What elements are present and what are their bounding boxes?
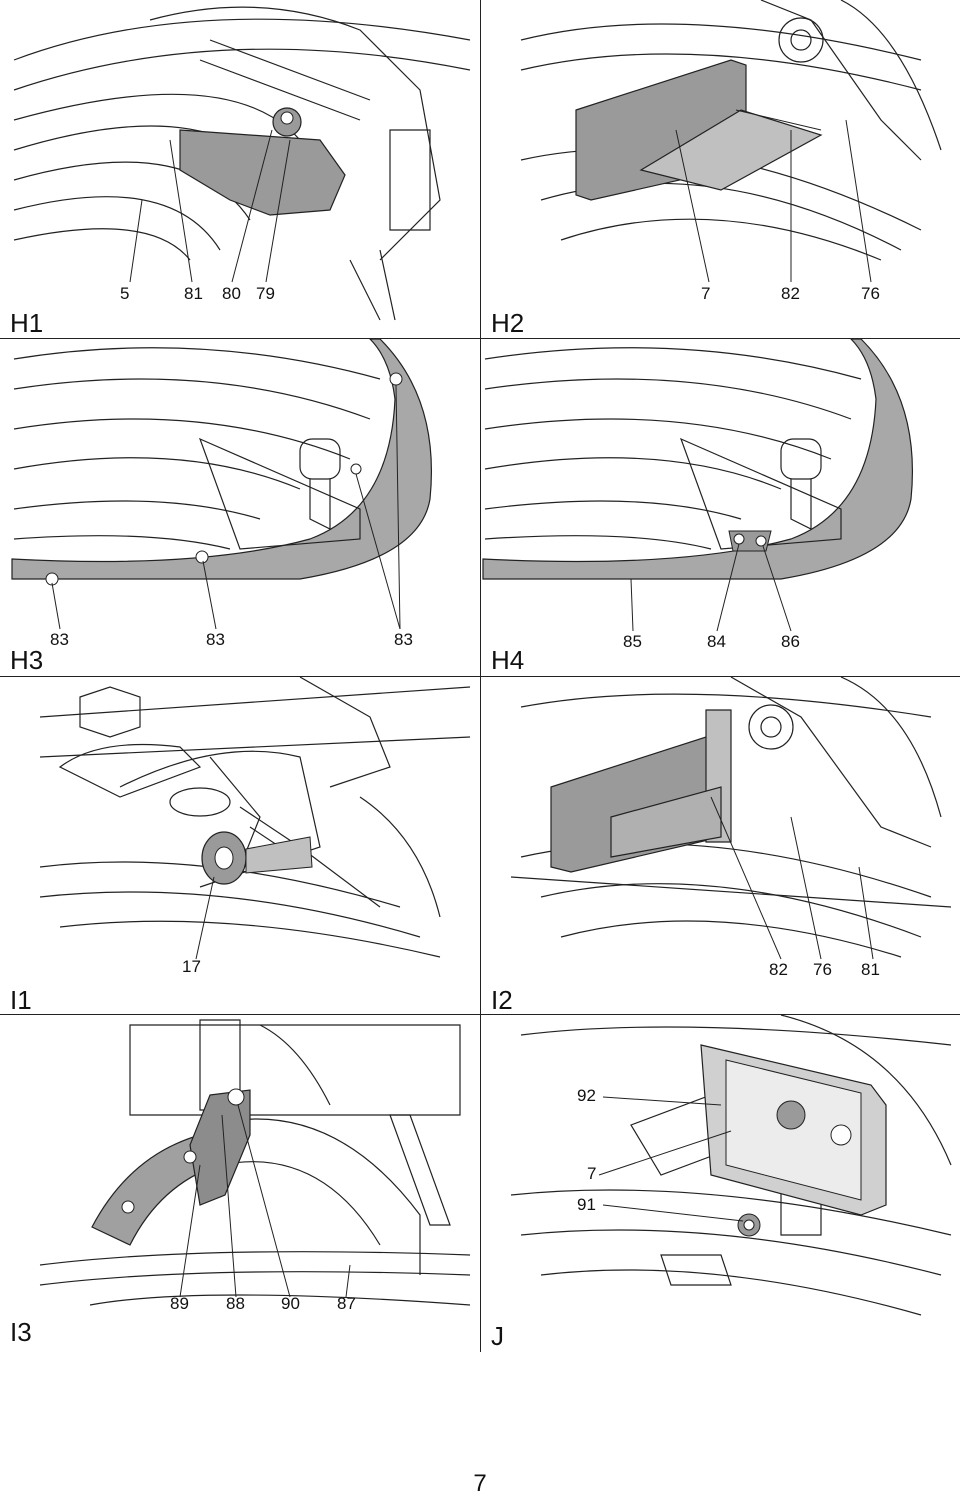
panel-j-label: J [491, 1321, 504, 1351]
panel-h3: 83 83 83 H3 [0, 339, 480, 676]
j-callout-3: 91 [577, 1195, 596, 1214]
h4-illustration [482, 339, 914, 632]
panel-h4-label: H4 [491, 645, 525, 675]
i3-callout-1: 89 [170, 1294, 189, 1313]
h3-callout-1: 83 [50, 630, 69, 649]
h3-callout-2: 83 [206, 630, 225, 649]
h2-callout-3: 76 [861, 284, 880, 303]
h4-callout-2: 84 [707, 632, 726, 651]
i2-callout-1: 82 [769, 960, 788, 979]
row-divider-1 [0, 338, 960, 339]
i3-callout-3: 90 [281, 1294, 300, 1313]
i3-illustration [39, 1019, 471, 1306]
h4-callout-1: 85 [623, 632, 642, 651]
h1-callout-3: 80 [222, 284, 241, 303]
panel-i2: 82 76 81 I2 [481, 677, 960, 1014]
h2-illustration [520, 0, 942, 283]
row-divider-3 [0, 1014, 960, 1015]
i1-illustration [39, 677, 471, 960]
j-callout-2: 7 [587, 1164, 597, 1183]
i1-callout-1: 17 [182, 957, 201, 976]
j-callout-1: 92 [577, 1086, 596, 1105]
page-number: 7 [473, 1470, 487, 1497]
h3-illustration [11, 339, 433, 630]
h1-callout-4: 79 [256, 284, 275, 303]
h2-callout-1: 7 [701, 284, 711, 303]
row-divider-2 [0, 676, 960, 677]
h1-illustration [13, 6, 471, 321]
j-illustration [510, 1015, 952, 1316]
panel-i3-label: I3 [10, 1317, 32, 1347]
i3-callout-2: 88 [226, 1294, 245, 1313]
panel-h3-label: H3 [10, 645, 44, 675]
i2-callout-2: 76 [813, 960, 832, 979]
h3-callout-3: 83 [394, 630, 413, 649]
panel-i2-label: I2 [491, 985, 513, 1014]
panel-h2: 7 82 76 H2 [481, 0, 960, 338]
i2-callout-3: 81 [861, 960, 880, 979]
i2-illustration [510, 677, 952, 960]
panel-i1: 17 I1 [0, 677, 480, 1014]
panel-h2-label: H2 [491, 308, 525, 338]
h1-callout-1: 5 [120, 284, 130, 303]
panel-i3: 89 88 90 87 I3 [0, 1015, 480, 1352]
panel-h1-label: H1 [10, 308, 44, 338]
panel-i1-label: I1 [10, 985, 32, 1014]
panel-h1: 5 81 80 79 H1 [0, 0, 480, 338]
i3-callout-4: 87 [337, 1294, 356, 1313]
h1-callout-2: 81 [184, 284, 203, 303]
h2-callout-2: 82 [781, 284, 800, 303]
h4-callout-3: 86 [781, 632, 800, 651]
panel-j: 92 7 91 J [481, 1015, 960, 1352]
panel-h4: 85 84 86 H4 [481, 339, 960, 676]
